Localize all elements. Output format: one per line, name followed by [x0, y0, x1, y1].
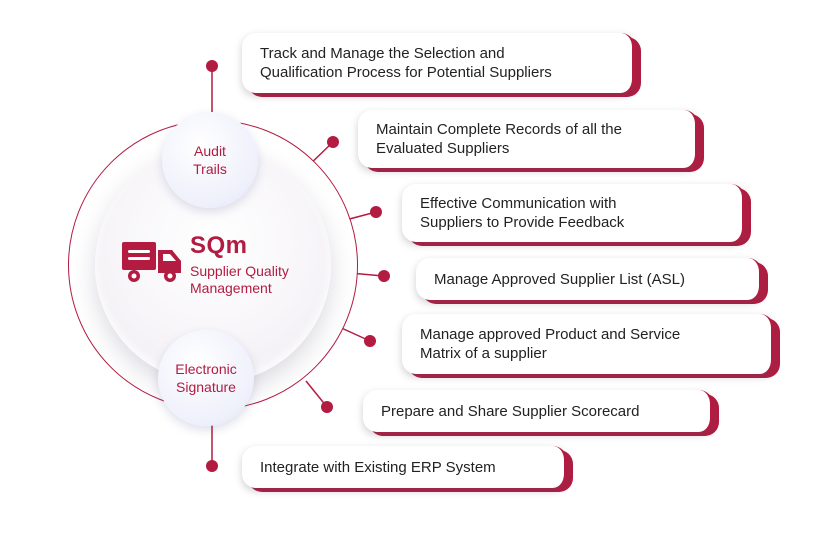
- electronic-signature-bubble: Electronic Signature: [158, 330, 254, 426]
- connector-dot-4: [378, 270, 390, 282]
- feature-card: Maintain Complete Records of all the Eva…: [358, 110, 698, 168]
- feature-text-line2: Evaluated Suppliers: [376, 140, 510, 157]
- audit-trails-line1: Audit: [194, 143, 226, 159]
- connector-dot-7: [206, 460, 218, 472]
- center-subtitle: Supplier Quality Management: [190, 263, 310, 297]
- connector-dot-5: [364, 335, 376, 347]
- feature-text-line1: Manage approved Product and Service: [420, 326, 681, 343]
- center-title: SQm: [190, 232, 248, 259]
- connector-dot-3: [370, 206, 382, 218]
- feature-card: Prepare and Share Supplier Scorecard: [363, 390, 713, 432]
- electronic-signature-line2: Signature: [176, 379, 236, 395]
- feature-text-line1: Maintain Complete Records of all the: [376, 121, 622, 138]
- feature-text-line2: Suppliers to Provide Feedback: [420, 214, 625, 231]
- feature-card: Track and Manage the Selection and Quali…: [242, 33, 635, 93]
- feature-card: Manage Approved Supplier List (ASL): [416, 258, 762, 300]
- audit-trails-line2: Trails: [193, 161, 227, 177]
- audit-trails-bubble: Audit Trails: [162, 112, 258, 208]
- feature-text-line1: Manage Approved Supplier List (ASL): [434, 270, 685, 288]
- center-subtitle-line2: Management: [190, 280, 272, 296]
- feature-card: Manage approved Product and Service Matr…: [402, 314, 774, 374]
- feature-text-line1: Prepare and Share Supplier Scorecard: [381, 402, 640, 420]
- feature-text-line1: Track and Manage the Selection and: [260, 45, 505, 62]
- feature-text-line2: Matrix of a supplier: [420, 345, 547, 362]
- connector-dot-6: [321, 401, 333, 413]
- truck-icon: [122, 242, 181, 282]
- electronic-signature-line1: Electronic: [175, 361, 237, 377]
- feature-text-line1: Effective Communication with: [420, 195, 617, 212]
- feature-card: Integrate with Existing ERP System: [242, 446, 567, 488]
- feature-card: Effective Communication with Suppliers t…: [402, 184, 745, 242]
- connector-dot-1: [206, 60, 218, 72]
- center-subtitle-line1: Supplier Quality: [190, 263, 289, 279]
- feature-text-line2: Qualification Process for Potential Supp…: [260, 64, 552, 81]
- feature-text-line1: Integrate with Existing ERP System: [260, 458, 496, 476]
- connector-dot-2: [327, 136, 339, 148]
